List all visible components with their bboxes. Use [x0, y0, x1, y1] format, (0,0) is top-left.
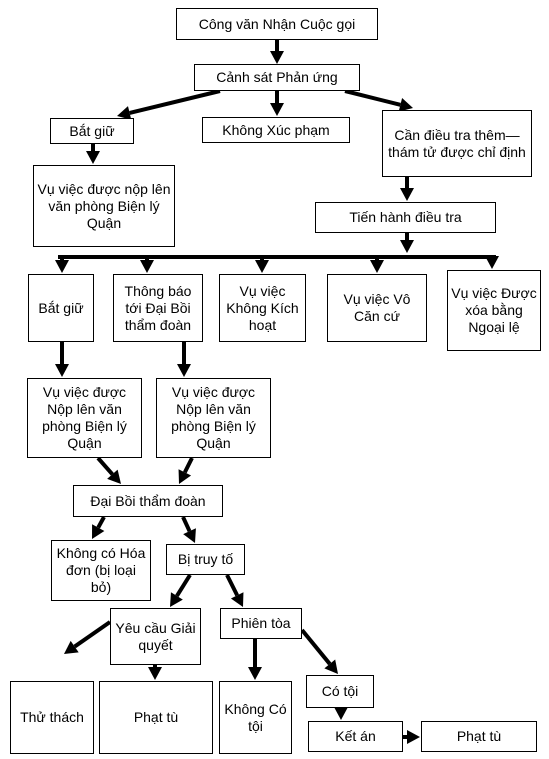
arrow-filed-3-to-grand-jury-arrowhead	[178, 469, 192, 484]
arrow-trial-to-guilty	[300, 628, 332, 666]
arrow-bus-to-arrest-arrowhead	[55, 260, 69, 273]
node-case-filed-da-1: Vụ việc được nộp lên văn phòng Biện lý Q…	[33, 165, 175, 247]
arrow-filed-2-to-grand-jury-arrowhead	[107, 469, 121, 484]
arrow-plea-to-prison-arrowhead	[148, 667, 162, 680]
arrow-response-to-investigation	[344, 89, 401, 107]
node-indicted: Bị truy tố	[166, 544, 245, 575]
arrow-filed-3-to-grand-jury	[183, 457, 194, 474]
arrow-grand-jury-to-indicted-arrowhead	[183, 528, 196, 543]
arrow-response-to-arrest	[129, 89, 221, 115]
arrow-indicted-to-trial-arrowhead	[230, 592, 244, 607]
arrow-indicted-to-plea	[175, 573, 192, 598]
arrow-plea-to-probation-arrowhead	[64, 640, 79, 654]
arrow-grand-jury-to-no-bill-arrowhead	[92, 524, 105, 539]
node-dispatch-call: Công văn Nhận Cuộc gọi	[176, 8, 378, 40]
node-probation: Thử thách	[10, 681, 94, 754]
arrow-filed-2-to-grand-jury	[96, 456, 114, 476]
node-no-bill: Không có Hóa đơn (bị loại bỏ)	[51, 540, 151, 601]
node-prison-1: Phạt tù	[99, 681, 213, 754]
node-guilty: Có tội	[306, 675, 374, 708]
arrow-dispatch-to-response-arrowhead	[270, 51, 284, 64]
node-sentencing: Kết án	[308, 721, 403, 752]
node-police-response: Cảnh sát Phản ứng	[194, 64, 360, 91]
arrow-grand-jury-to-indicted	[181, 516, 192, 533]
node-no-offense: Không Xúc phạm	[202, 117, 350, 143]
arrow-bus-to-inactive-arrowhead	[255, 260, 269, 273]
arrow-arrest-to-filed-2-arrowhead	[55, 364, 69, 377]
arrow-arrest-to-filed-arrowhead	[86, 151, 100, 164]
arrow-trial-to-not-guilty-arrowhead	[248, 667, 262, 680]
arrow-notify-to-filed-3-arrowhead	[177, 364, 191, 377]
arrow-grand-jury-to-no-bill	[96, 516, 106, 529]
arrow-investigation-to-conduct-arrowhead	[400, 188, 414, 201]
arrow-indicted-to-trial	[225, 574, 239, 597]
arrow-response-to-no-offense-arrowhead	[270, 103, 284, 116]
arrow-sentencing-to-prison-arrowhead	[407, 730, 420, 744]
node-case-filed-da-3: Vụ việc được Nộp lên văn phòng Biện lý Q…	[156, 378, 271, 458]
arrow-plea-to-probation	[73, 620, 112, 649]
node-arrest-2: Bắt giữ	[28, 274, 94, 342]
node-conduct-investigation: Tiến hành điều tra	[315, 202, 496, 233]
arrow-bus-to-notify-arrowhead	[140, 260, 154, 273]
node-not-guilty: Không Có tội	[219, 681, 292, 754]
arrow-response-to-investigation-arrowhead	[398, 98, 413, 112]
node-notify-grand-jury: Thông báo tới Đại Bồi thẩm đoàn	[113, 274, 203, 342]
node-arrest: Bắt giữ	[50, 118, 134, 144]
node-plea-request: Yêu cầu Giải quyết	[110, 608, 201, 665]
arrow-guilty-to-sentencing-arrowhead	[334, 707, 348, 720]
node-further-investigation: Cần điều tra thêm—thám tử được chỉ định	[382, 110, 532, 177]
node-case-filed-da-2: Vụ việc được Nộp lên văn phòng Biện lý Q…	[27, 378, 142, 458]
arrow-conduct-to-bus-arrowhead	[400, 240, 414, 253]
arrow-indicted-to-plea-arrowhead	[170, 592, 183, 607]
arrow-bus-to-unfounded-arrowhead	[370, 260, 384, 273]
node-case-unfounded: Vụ việc Vô Căn cứ	[327, 274, 427, 342]
node-trial: Phiên tòa	[220, 608, 302, 639]
arrow-trial-to-guilty-arrowhead	[324, 659, 338, 674]
arrow-response-to-arrest-arrowhead	[117, 106, 132, 120]
node-case-exceptionally-cleared: Vụ việc Được xóa bằng Ngoại lệ	[447, 270, 541, 351]
node-prison-2: Phạt tù	[421, 721, 537, 752]
node-case-inactive: Vụ việc Không Kích hoạt	[219, 274, 306, 342]
arrow-bus-to-cleared-arrowhead	[485, 256, 499, 269]
node-grand-jury: Đại Bồi thẩm đoàn	[73, 485, 223, 517]
